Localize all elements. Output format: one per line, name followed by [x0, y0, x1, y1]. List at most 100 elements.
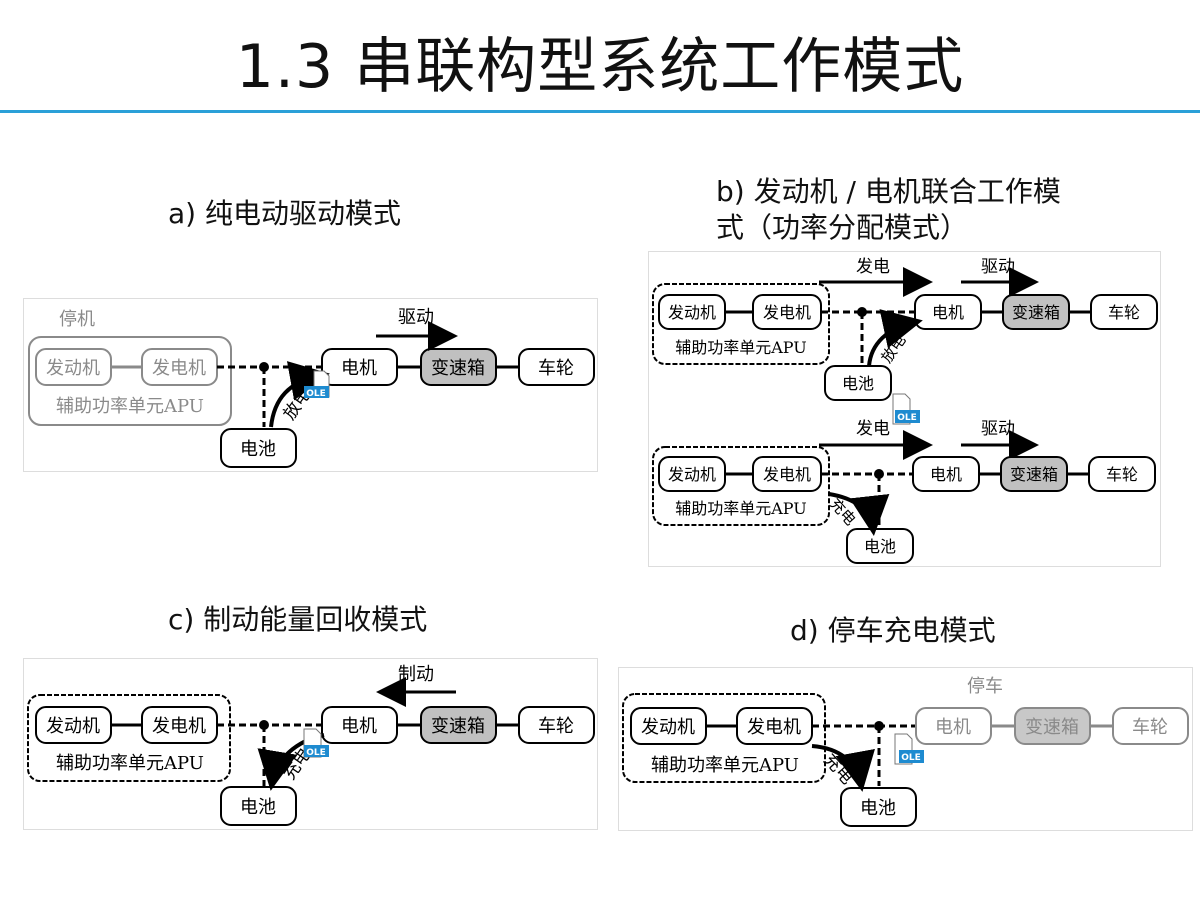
engine-box-c: 发动机	[35, 706, 112, 744]
charge-arrow-lower	[828, 492, 890, 536]
motor-box: 电机	[321, 348, 398, 386]
apu-label-c: 辅助功率单元APU	[56, 753, 204, 774]
panel-b: 发电 驱动 发动机 发电机 辅助功率单元APU 电机 变速箱 车轮 电池 放电 …	[648, 251, 1161, 567]
battery-box-upper: 电池	[824, 365, 892, 401]
svg-text:发电机: 发电机	[152, 716, 206, 737]
svg-text:电机: 电机	[341, 358, 377, 379]
svg-text:车轮: 车轮	[1106, 465, 1138, 484]
brake-label: 制动	[398, 664, 434, 685]
ole-icon-upper: OLE	[892, 393, 920, 425]
generator-box-upper: 发电机	[752, 294, 822, 330]
section-a-title: a) 纯电动驱动模式	[168, 197, 401, 230]
gearbox-box-lower: 变速箱	[1000, 456, 1068, 492]
svg-text:发动机: 发动机	[641, 717, 695, 738]
svg-text:电机: 电机	[341, 716, 377, 737]
svg-text:发动机: 发动机	[46, 716, 100, 737]
svg-text:车轮: 车轮	[538, 716, 574, 737]
motor-box-d: 电机	[915, 707, 992, 745]
wheel-box: 车轮	[518, 348, 595, 386]
section-c-title: c) 制动能量回收模式	[168, 603, 428, 636]
panel-d: 停车 发动机 发电机 辅助功率单元APU 电机 变速箱 车轮 电池 充电 OLE	[618, 667, 1193, 831]
slide-title: 1.3 串联构型系统工作模式	[235, 32, 965, 102]
apu-label-lower: 辅助功率单元APU	[675, 499, 807, 518]
svg-text:OLE: OLE	[306, 389, 326, 399]
generator-box-lower: 发电机	[752, 456, 822, 492]
battery-box-lower: 电池	[846, 528, 914, 564]
svg-text:电机: 电机	[935, 717, 971, 738]
gearbox-box-c: 变速箱	[420, 706, 497, 744]
motor-box-c: 电机	[321, 706, 398, 744]
wheel-box-d: 车轮	[1112, 707, 1189, 745]
svg-text:车轮: 车轮	[1132, 717, 1168, 738]
svg-text:变速箱: 变速箱	[1025, 717, 1079, 738]
svg-text:电池: 电池	[240, 797, 276, 818]
svg-text:发电机: 发电机	[152, 358, 206, 379]
park-label: 停车	[967, 676, 1003, 697]
engine-box-upper: 发动机	[658, 294, 726, 330]
discharge-arrow	[269, 361, 330, 428]
svg-text:发电机: 发电机	[747, 717, 801, 738]
apu-group-lower	[652, 446, 830, 526]
svg-text:OLE: OLE	[897, 413, 917, 423]
apu-group	[28, 336, 232, 426]
svg-text:发动机: 发动机	[668, 303, 716, 322]
svg-text:电机: 电机	[932, 303, 964, 322]
gearbox-box-upper: 变速箱	[1002, 294, 1070, 330]
svg-text:OLE: OLE	[306, 748, 326, 758]
apu-group-upper	[652, 283, 830, 365]
ole-icon-d: OLE	[894, 733, 924, 765]
engine-box-d: 发动机	[630, 707, 707, 745]
engine-box: 发动机	[35, 348, 112, 386]
wheel-box-c: 车轮	[518, 706, 595, 744]
svg-text:电池: 电池	[864, 537, 896, 556]
drive-label-upper: 驱动	[981, 257, 1015, 277]
section-b-title-line2: 式（功率分配模式）	[716, 211, 969, 244]
svg-text:发动机: 发动机	[46, 358, 100, 379]
charge-arrow-d	[811, 744, 875, 792]
ole-icon: OLE	[304, 370, 330, 399]
drive-label: 驱动	[398, 307, 434, 328]
drive-label-lower: 驱动	[981, 419, 1015, 439]
svg-text:OLE: OLE	[901, 753, 921, 763]
apu-label-upper: 辅助功率单元APU	[675, 338, 807, 357]
wheel-box-upper: 车轮	[1090, 294, 1158, 330]
title-divider	[0, 110, 1200, 113]
apu-label: 辅助功率单元APU	[56, 396, 204, 417]
panel-a: 停机 发动机 发电机 辅助功率单元APU 电机 变速箱 车轮 电池 驱动 放电 …	[23, 298, 598, 472]
svg-text:发动机: 发动机	[668, 465, 716, 484]
apu-group-d	[622, 693, 826, 783]
gearbox-box: 变速箱	[420, 348, 497, 386]
generator-box: 发电机	[141, 348, 218, 386]
svg-text:电机: 电机	[930, 465, 962, 484]
motor-box-upper: 电机	[914, 294, 982, 330]
battery-box-c: 电池	[220, 786, 297, 826]
svg-text:发电机: 发电机	[763, 465, 811, 484]
section-b-title: b) 发动机 / 电机联合工作模 式（功率分配模式）	[716, 174, 1061, 246]
section-b-title-line1: b) 发动机 / 电机联合工作模	[716, 175, 1061, 208]
generator-box-d: 发电机	[736, 707, 813, 745]
svg-text:车轮: 车轮	[538, 358, 574, 379]
motor-box-lower: 电机	[912, 456, 980, 492]
gearbox-box-d: 变速箱	[1014, 707, 1091, 745]
svg-text:电池: 电池	[842, 374, 874, 393]
generate-label-upper: 发电	[856, 257, 890, 277]
svg-text:车轮: 车轮	[1108, 303, 1140, 322]
svg-text:变速箱: 变速箱	[431, 716, 485, 737]
generate-label-lower: 发电	[856, 419, 890, 439]
generator-box-c: 发电机	[141, 706, 218, 744]
apu-group-c	[27, 694, 231, 782]
battery-box: 电池	[220, 428, 297, 468]
section-d-title: d) 停车充电模式	[790, 614, 996, 647]
panel-c: 制动 发动机 发电机 辅助功率单元APU 电机 变速箱 车轮 电池 充电 OLE	[23, 658, 598, 830]
battery-box-d: 电池	[840, 787, 917, 827]
ole-icon-c: OLE	[303, 728, 329, 758]
svg-text:变速箱: 变速箱	[1012, 303, 1060, 322]
charge-label-lower: 充电	[826, 495, 859, 529]
svg-text:变速箱: 变速箱	[1010, 465, 1058, 484]
svg-text:变速箱: 变速箱	[431, 358, 485, 379]
wheel-box-lower: 车轮	[1088, 456, 1156, 492]
svg-text:发电机: 发电机	[763, 303, 811, 322]
stop-label: 停机	[59, 309, 95, 330]
svg-text:电池: 电池	[240, 439, 276, 460]
apu-label-d: 辅助功率单元APU	[651, 755, 799, 776]
